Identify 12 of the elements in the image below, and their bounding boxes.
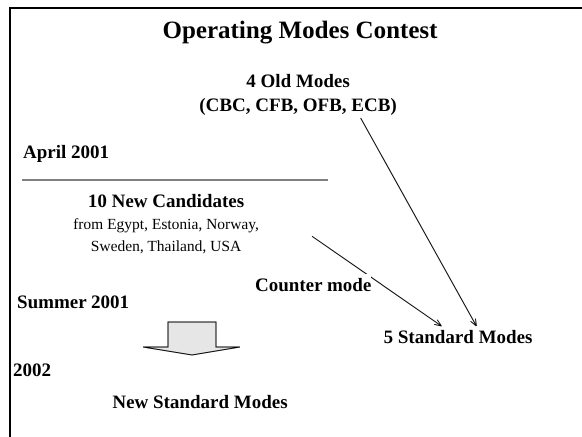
date-label: 2002 [13, 359, 51, 383]
node-heading: 5 Standard Modes [382, 326, 534, 350]
node-heading: 10 New Candidates [86, 190, 246, 214]
node-text: (CBC, CFB, OFB, ECB) [198, 94, 398, 118]
node-text: from Egypt, Estonia, Norway, Sweden, Thailand, USA [72, 215, 260, 257]
date-label: April 2001 [23, 141, 110, 165]
title: Operating Modes Contest [162, 17, 438, 45]
arrow [360, 118, 477, 326]
arrow [312, 236, 442, 326]
node-heading: New Standard Modes [111, 391, 289, 415]
date-label: Summer 2001 [17, 291, 130, 315]
node-heading: 4 Old Modes [245, 70, 351, 94]
